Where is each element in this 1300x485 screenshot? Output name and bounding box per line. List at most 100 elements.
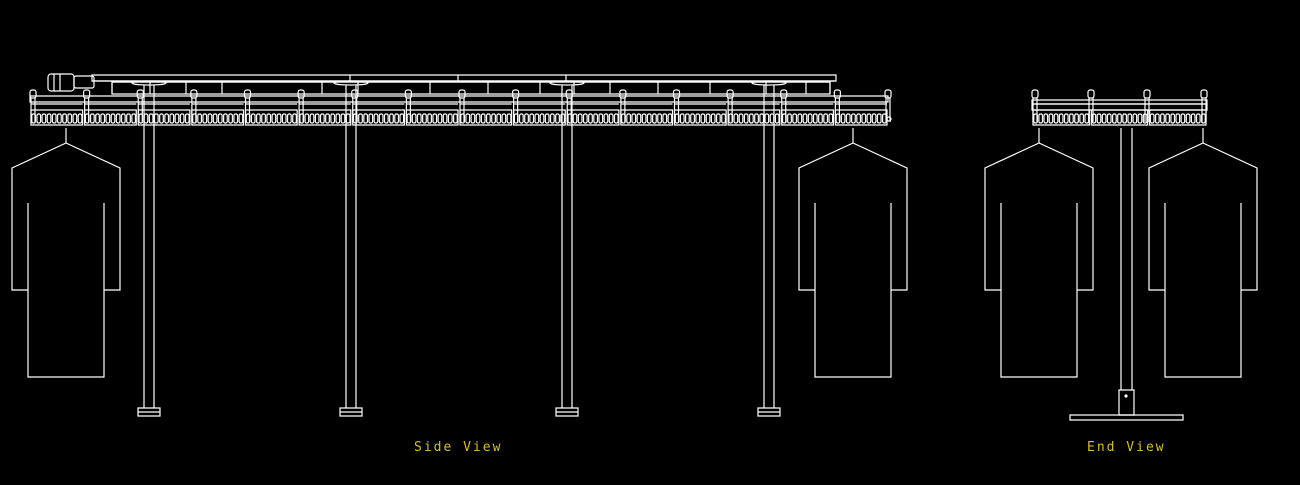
post-cap: [352, 90, 358, 98]
carrier-post: [513, 90, 519, 122]
carrier-post: [781, 90, 787, 122]
chain-link: [841, 114, 845, 123]
coat-outline: [1149, 143, 1257, 377]
chain-link: [155, 114, 159, 123]
chain-link: [1080, 114, 1084, 123]
chain-link: [803, 114, 807, 123]
chain-link: [604, 114, 608, 123]
chain-link: [637, 114, 641, 123]
chain-link: [68, 114, 72, 123]
end-carrier-post: [1032, 90, 1038, 122]
motor-body: [48, 74, 74, 91]
motor-gearbox: [74, 76, 94, 88]
chain-link: [788, 114, 792, 123]
chain-link: [267, 114, 271, 123]
carrier-segment: [246, 104, 298, 125]
carrier-segment: [31, 104, 83, 125]
carrier-segment: [406, 104, 458, 125]
chain-link: [540, 114, 544, 123]
post-cap: [834, 90, 840, 98]
chain-link: [1039, 114, 1043, 123]
chain-link: [609, 114, 613, 123]
chain-link: [589, 114, 593, 123]
chain-link: [647, 114, 651, 123]
chain-link: [116, 114, 120, 123]
chain-link: [433, 114, 437, 123]
chain-link: [229, 114, 233, 123]
garment-right: [799, 128, 907, 377]
chain-link: [1138, 114, 1142, 123]
coat-outline: [799, 143, 907, 377]
carrier-segment: [299, 104, 351, 125]
beam-top: [92, 75, 836, 81]
chain-link: [262, 114, 266, 123]
chain-link: [1075, 114, 1079, 123]
chain-link: [578, 114, 582, 123]
chain-link: [813, 114, 817, 123]
post-cap: [727, 90, 733, 98]
carrier-post: [727, 90, 733, 122]
post-cap: [1032, 90, 1038, 98]
chain-link: [1118, 114, 1122, 123]
chain-link: [525, 114, 529, 123]
chain-link: [78, 114, 82, 123]
end-view-drawing: [985, 90, 1257, 420]
hanger-rail: [112, 82, 830, 94]
chain-link: [530, 114, 534, 123]
chain-link: [471, 114, 475, 123]
end-carrier-post: [1144, 90, 1150, 122]
chain-link: [321, 114, 325, 123]
chain-link: [1181, 114, 1185, 123]
chain-link: [1044, 114, 1048, 123]
end-garment-left: [985, 128, 1093, 377]
chain-link: [1113, 114, 1117, 123]
chain-link: [417, 114, 421, 123]
chain-link: [1176, 114, 1180, 123]
chain-link: [208, 114, 212, 123]
chain-link: [310, 114, 314, 123]
carrier-segment: [835, 104, 887, 125]
chain-link: [37, 114, 41, 123]
chain-link: [819, 114, 823, 123]
carrier-segment: [782, 104, 834, 125]
chain-link: [551, 114, 555, 123]
carrier-post: [834, 90, 840, 122]
chain-link: [545, 114, 549, 123]
chain-link: [1171, 114, 1175, 123]
chain-link: [487, 114, 491, 123]
chain-link: [663, 114, 667, 123]
chain-link: [520, 114, 524, 123]
support-column: [752, 81, 786, 416]
post-cap: [1144, 90, 1150, 98]
chain-link: [535, 114, 539, 123]
chain-link: [775, 114, 779, 123]
carrier-segment: [353, 104, 405, 125]
chain-link: [744, 114, 748, 123]
chain-link: [1197, 114, 1201, 123]
carrier-post: [84, 90, 90, 122]
post-cap: [191, 90, 197, 98]
chain-link: [288, 114, 292, 123]
chain-link: [739, 114, 743, 123]
chain-link: [106, 114, 110, 123]
column-flange: [334, 81, 368, 85]
chain-link: [390, 114, 394, 123]
chain-link: [1186, 114, 1190, 123]
end-rail: [1032, 100, 1207, 110]
chain-link: [91, 114, 95, 123]
carrier-segment: [460, 104, 512, 125]
chain-link: [793, 114, 797, 123]
carrier-segment: [192, 104, 244, 125]
column-flange: [752, 81, 786, 85]
end-carrier-segment: [1033, 104, 1089, 125]
chain-link: [722, 114, 726, 123]
post-cap: [459, 90, 465, 98]
chain-link: [706, 114, 710, 123]
chain-link: [224, 114, 228, 123]
chain-link: [556, 114, 560, 123]
rail-box: [112, 82, 830, 94]
carrier-segment: [138, 104, 190, 125]
carrier-post: [352, 90, 358, 122]
